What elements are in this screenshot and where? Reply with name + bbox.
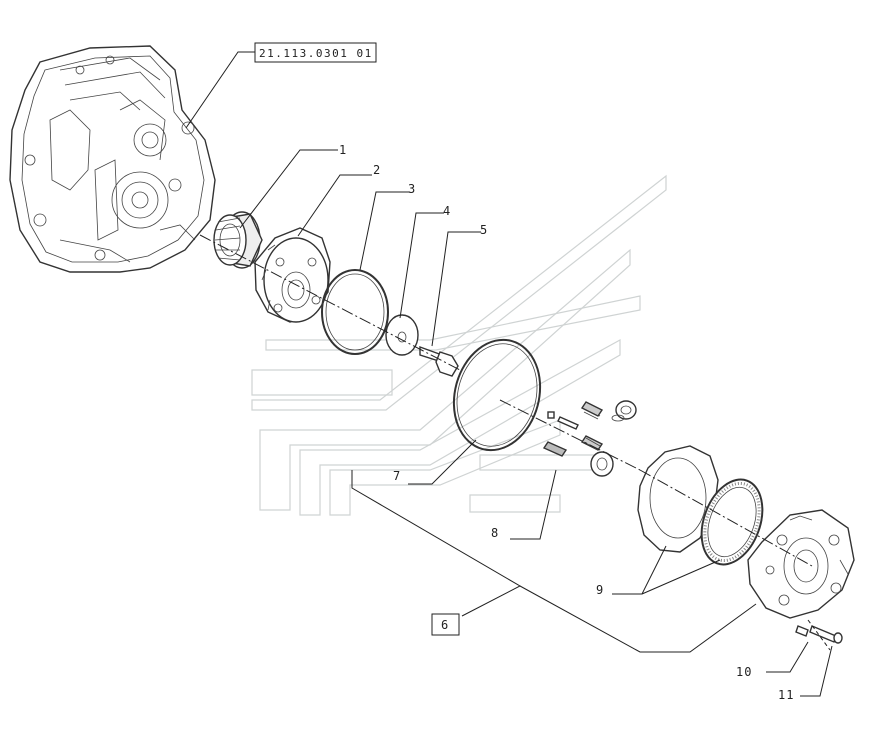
callout-5: 5: [480, 223, 488, 237]
part-11-screw: [809, 625, 843, 644]
assembly-axis-line: [199, 234, 831, 651]
callout-2: 2: [373, 163, 381, 177]
part-8-valve-components: [542, 400, 637, 477]
callout-labels: 1 2 3 4 5 6 7 8 9 10 11: [339, 143, 794, 702]
callout-6: 6: [441, 618, 449, 632]
part-4-washer: [385, 314, 419, 356]
callout-3: 3: [408, 182, 416, 196]
callout-11: 11: [778, 688, 794, 702]
callout-10: 10: [736, 665, 752, 679]
part-5-bolt: [419, 346, 459, 377]
reference-code-text: 21.113.0301 01: [259, 47, 373, 60]
part-3-snap-ring: [321, 269, 389, 355]
part-10-screw: [795, 625, 809, 637]
part-9-clutch-plates: [637, 445, 764, 566]
watermark-logo: [251, 174, 667, 516]
end-cover-housing: [747, 509, 855, 619]
callout-1: 1: [339, 143, 347, 157]
transmission-housing: [9, 45, 216, 273]
reference-code-box: 21.113.0301 01: [254, 42, 377, 63]
callout-7: 7: [393, 469, 401, 483]
callout-8: 8: [491, 526, 499, 540]
callout-6-box: [431, 613, 460, 636]
callout-9: 9: [596, 583, 604, 597]
part-1-gear-hub: [213, 211, 263, 269]
callout-4: 4: [443, 204, 451, 218]
leader-lines: [185, 51, 833, 697]
part-2-clutch-drum: [254, 227, 331, 323]
part-7-o-ring: [452, 338, 542, 452]
